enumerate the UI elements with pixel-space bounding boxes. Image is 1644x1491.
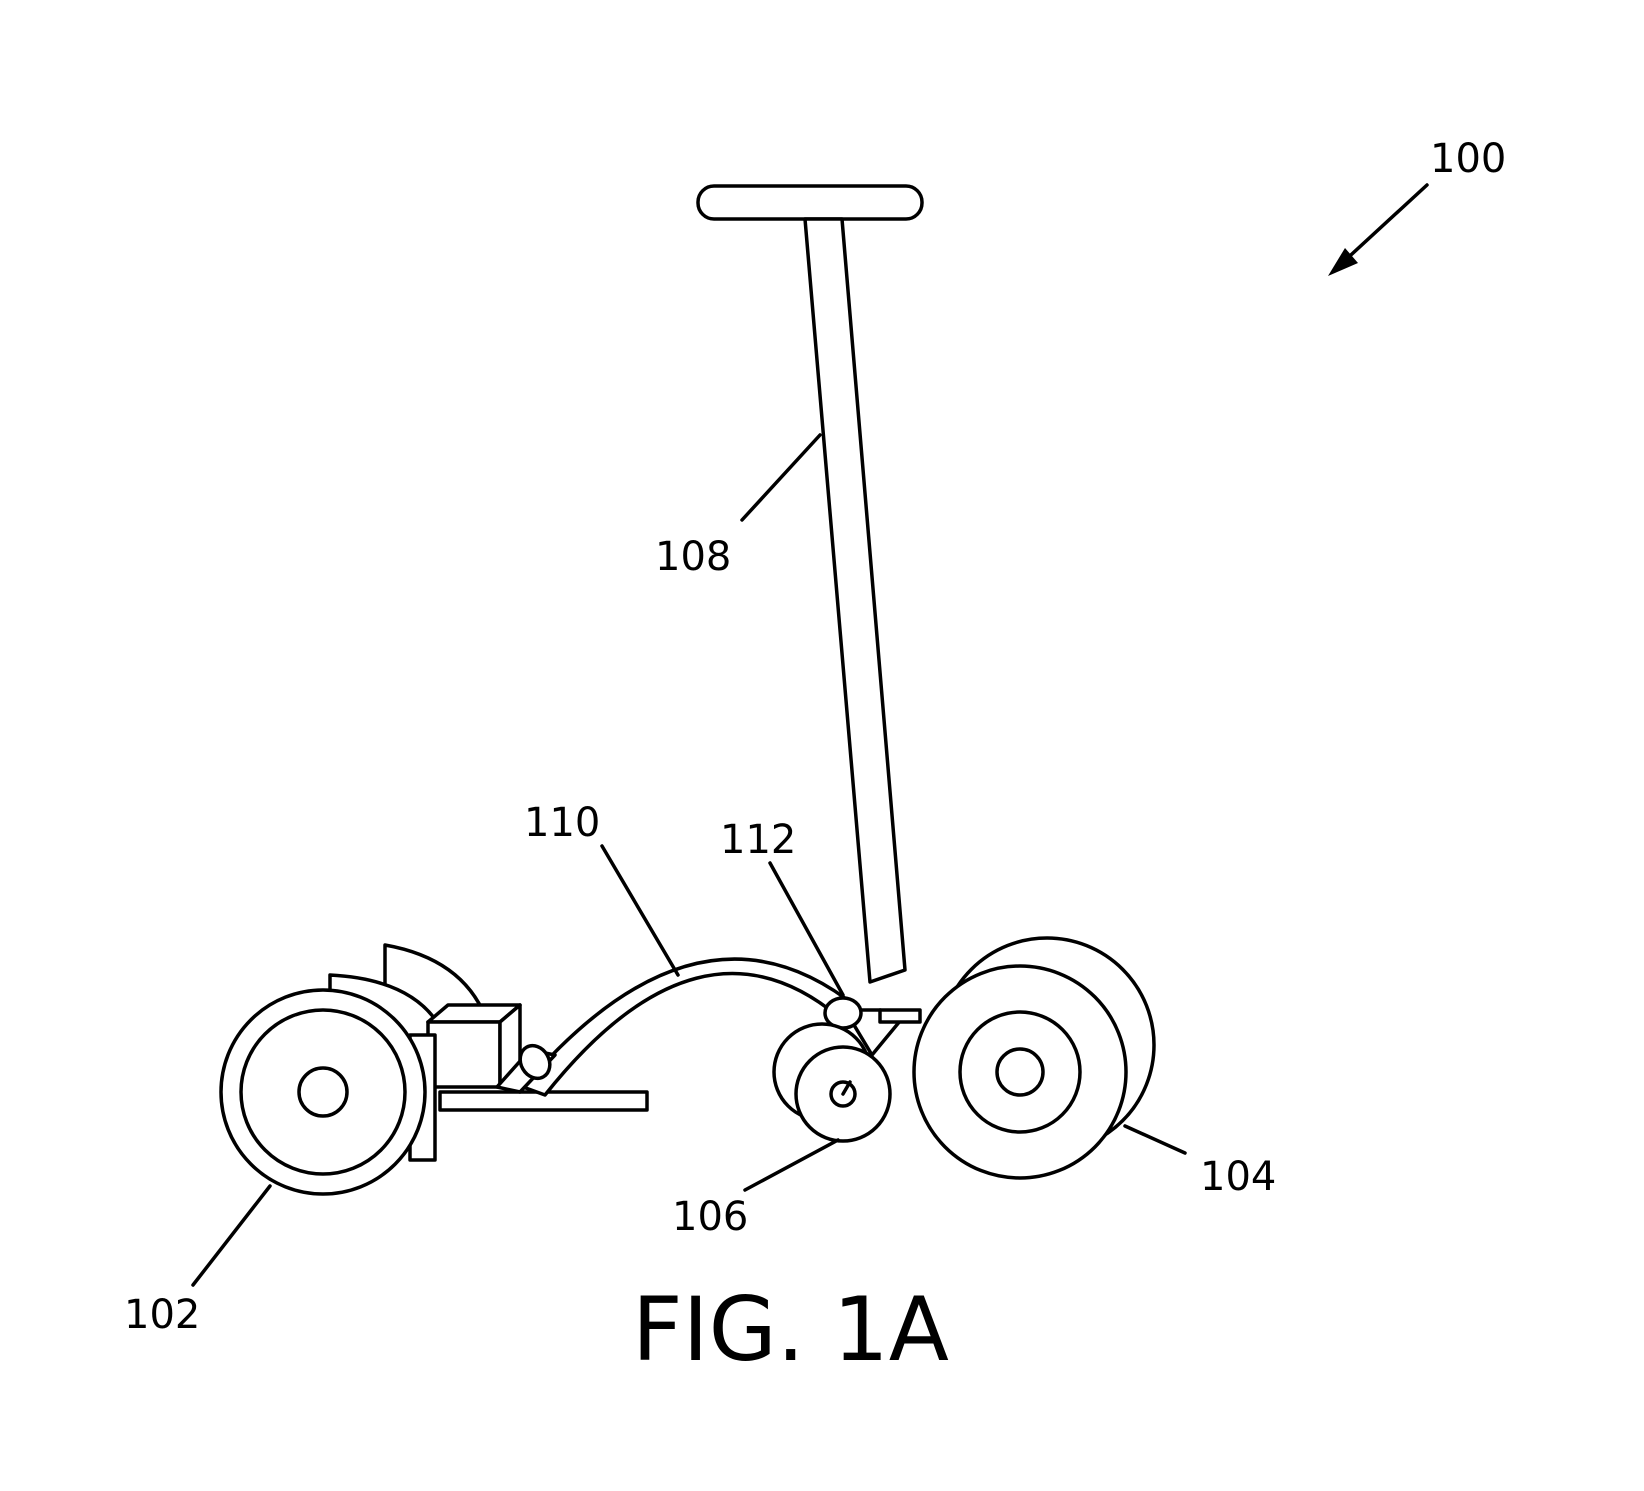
leader-lines <box>191 433 1187 1287</box>
label-pivot: 112 <box>720 817 796 863</box>
label-rear-wheel: 102 <box>124 1292 200 1338</box>
middle-wheel <box>772 1022 892 1143</box>
rear-wheel-assembly <box>219 943 649 1196</box>
frame <box>495 957 907 1097</box>
assembly-arrow <box>1328 183 1429 276</box>
label-handle: 108 <box>655 534 731 580</box>
front-wheel <box>878 936 1156 1180</box>
label-middle-wheel: 106 <box>672 1194 748 1240</box>
handle <box>696 184 924 984</box>
label-frame: 110 <box>524 800 600 846</box>
label-front-wheel: 104 <box>1200 1154 1276 1200</box>
label-assembly: 100 <box>1430 136 1506 182</box>
figure-caption: FIG. 1A <box>632 1278 949 1381</box>
